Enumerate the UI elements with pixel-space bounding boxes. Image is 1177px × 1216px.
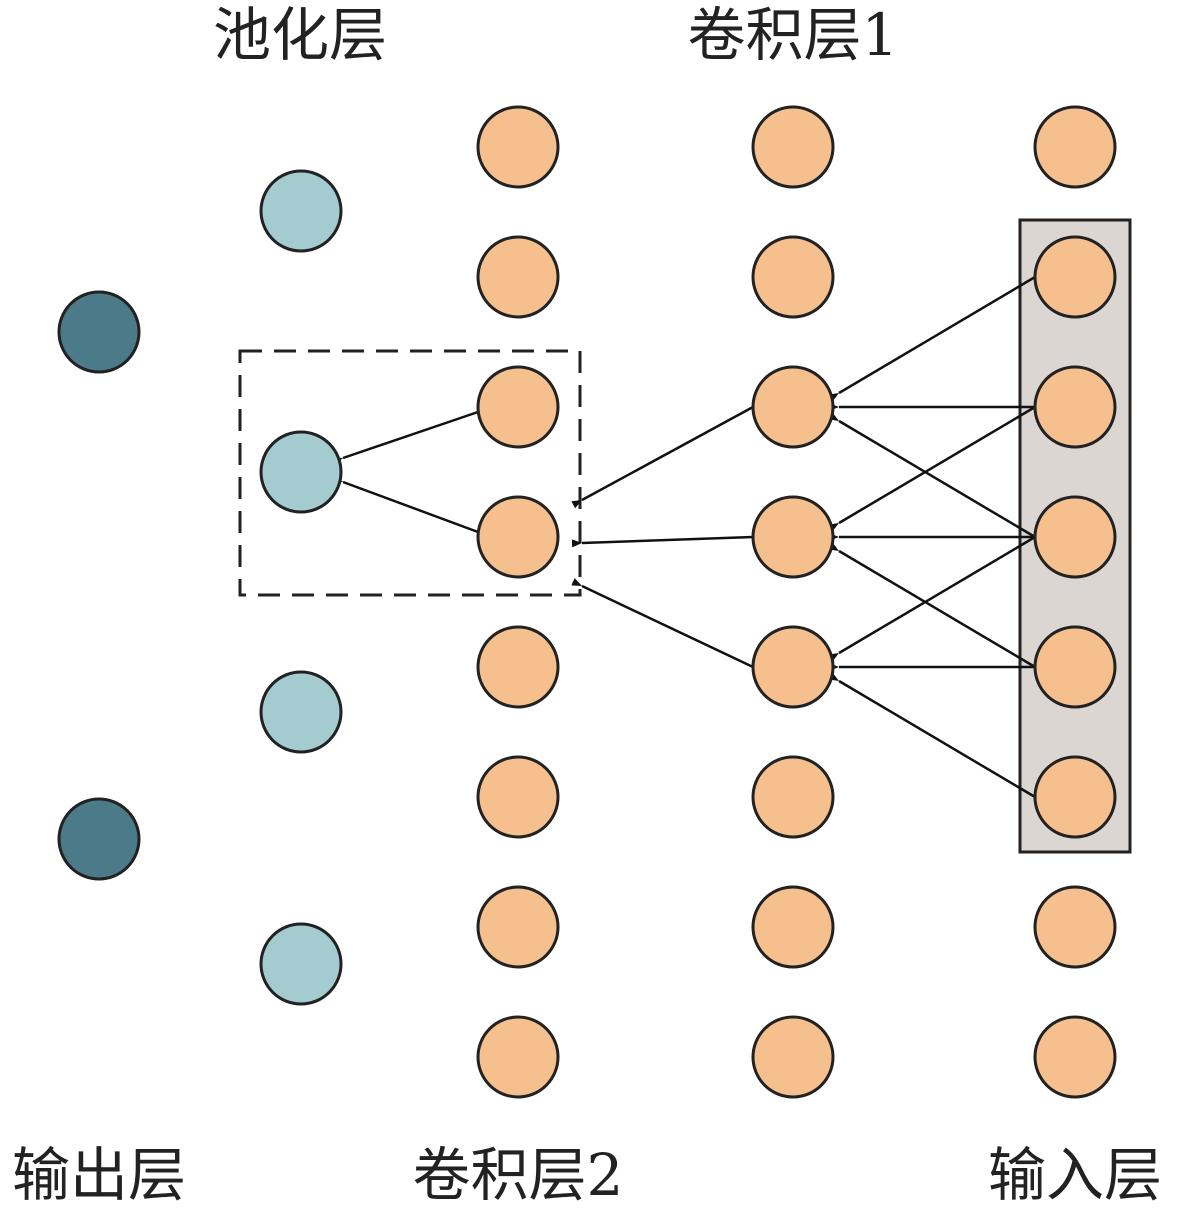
conv1-connection-arrow (828, 535, 1036, 662)
conv2-neuron (476, 1015, 560, 1099)
conv1-neuron (751, 235, 835, 319)
conv2-neuron (476, 235, 560, 319)
output-neuron (57, 290, 141, 374)
pool-neuron (259, 670, 343, 754)
conv2-neuron (476, 495, 560, 579)
output-layer-label: 输出层 (12, 1141, 186, 1209)
conv2-neuron (476, 105, 560, 189)
input-neuron (1033, 755, 1117, 839)
pool-neuron (259, 169, 343, 253)
pool-connection-arrow (332, 474, 479, 534)
input-layer-label: 输入层 (988, 1141, 1162, 1209)
pool-connection-arrow (332, 410, 479, 466)
input-neuron (1033, 885, 1117, 969)
output-neuron (57, 797, 141, 881)
input-neuron (1033, 365, 1117, 449)
conv2-neuron (476, 755, 560, 839)
conv1-connection-arrow (828, 275, 1036, 402)
input-neuron (1033, 235, 1117, 319)
input-neuron (1033, 625, 1117, 709)
conv2-connection-arrow (571, 535, 754, 548)
conv1-neuron (751, 755, 835, 839)
conv1-neuron (751, 365, 835, 449)
conv1-connection-arrow (828, 405, 1036, 532)
conv2-neuron (476, 365, 560, 449)
conv2-connection-arrow (571, 578, 754, 669)
input-neuron (1033, 105, 1117, 189)
conv1-neuron (751, 495, 835, 579)
conv1-connection-arrow (828, 672, 1036, 799)
conv1-neuron (751, 1015, 835, 1099)
conv2-layer-label: 卷积层2 (413, 1141, 624, 1209)
conv1-neuron (751, 625, 835, 709)
pool-neuron (259, 922, 343, 1006)
pool-neuron (259, 430, 343, 514)
input-neuron (1033, 1015, 1117, 1099)
conv1-neuron (751, 885, 835, 969)
conv2-neuron (476, 625, 560, 709)
neurons (57, 105, 1117, 1099)
pool-layer-label: 池化层 (213, 1, 387, 69)
pooling-window (238, 349, 582, 597)
connections (332, 275, 1036, 799)
conv2-neuron (476, 885, 560, 969)
conv1-connection-arrow (828, 542, 1036, 669)
conv2-connection-arrow (571, 405, 754, 509)
conv1-neuron (751, 105, 835, 189)
input-neuron (1033, 495, 1117, 579)
conv1-layer-label: 卷积层1 (688, 1, 899, 69)
conv1-connection-arrow (828, 412, 1036, 539)
